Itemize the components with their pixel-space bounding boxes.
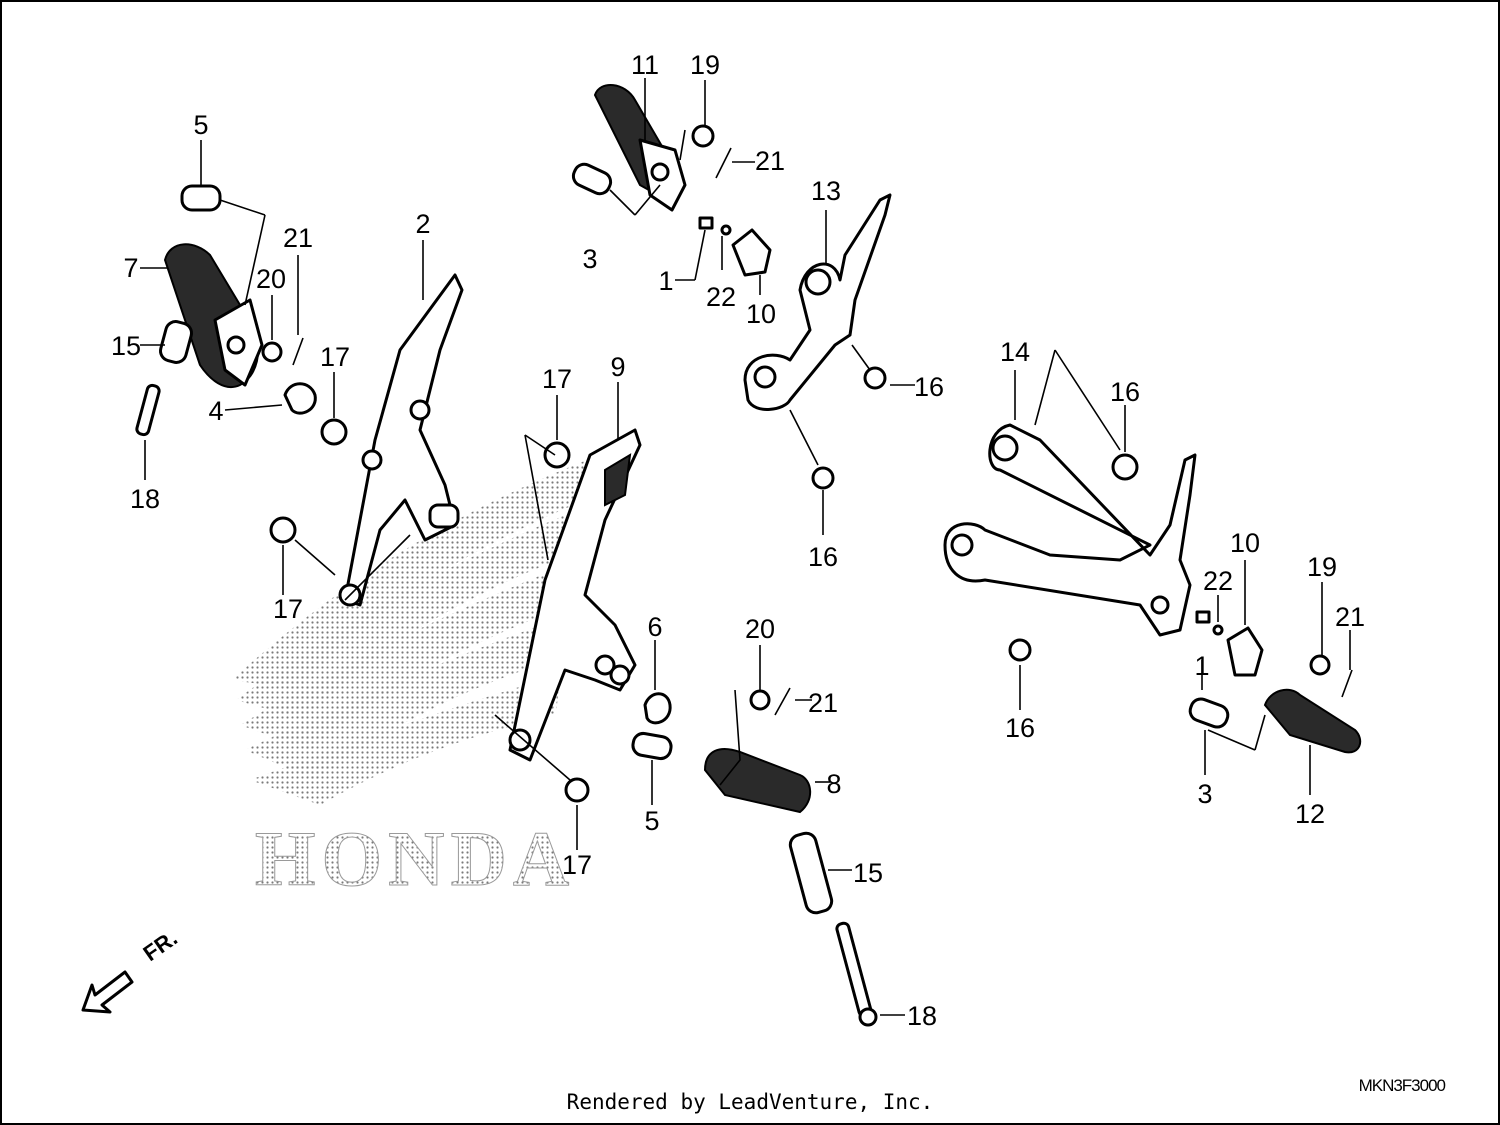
pin-3-right bbox=[1188, 697, 1230, 729]
callout-17: 17 bbox=[320, 342, 350, 372]
bracket-13 bbox=[743, 193, 892, 411]
bracket-14 bbox=[943, 423, 1197, 637]
left-front-footpeg-assembly bbox=[135, 140, 464, 607]
callout-5: 5 bbox=[644, 806, 659, 836]
bolt-17-upper bbox=[320, 418, 348, 446]
footpeg-8 bbox=[703, 748, 812, 814]
washer-20-right bbox=[749, 689, 771, 711]
callout-1: 1 bbox=[1194, 651, 1209, 681]
pin-5-left bbox=[180, 184, 222, 212]
spring-4 bbox=[283, 382, 317, 415]
ball-22-upper bbox=[720, 224, 732, 236]
bolt-17-c bbox=[543, 441, 571, 469]
spring-1-upper bbox=[698, 216, 714, 230]
callout-22: 22 bbox=[706, 282, 736, 312]
callout-9: 9 bbox=[610, 352, 625, 382]
callout-21: 21 bbox=[808, 688, 838, 718]
callout-6: 6 bbox=[647, 612, 662, 642]
callout-22: 22 bbox=[1203, 566, 1233, 596]
rear-footpeg-upper-assembly bbox=[571, 78, 772, 295]
right-front-footpeg-assembly bbox=[494, 382, 905, 1027]
callout-21: 21 bbox=[1335, 602, 1365, 632]
spring-6 bbox=[643, 692, 672, 725]
callout-14: 14 bbox=[1000, 337, 1030, 367]
washer-19-right bbox=[1309, 654, 1331, 676]
bolt-18-left bbox=[135, 383, 161, 437]
plate-10-right bbox=[1226, 626, 1264, 677]
callout-12: 12 bbox=[1295, 799, 1325, 829]
callout-13: 13 bbox=[811, 176, 841, 206]
callout-10: 10 bbox=[746, 299, 776, 329]
spacer-15-left bbox=[159, 320, 193, 364]
ball-22-right bbox=[1212, 624, 1224, 636]
callout-16: 16 bbox=[1110, 377, 1140, 407]
callout-21: 21 bbox=[755, 146, 785, 176]
front-direction-arrow: FR. bbox=[81, 925, 182, 1014]
bracket-9 bbox=[508, 428, 642, 762]
plate-10-upper bbox=[731, 228, 772, 277]
callout-16: 16 bbox=[914, 372, 944, 402]
callout-15: 15 bbox=[853, 858, 883, 888]
cotter-pin-21-right-rear bbox=[1341, 669, 1353, 698]
callout-20: 20 bbox=[745, 614, 775, 644]
cotter-pin-21-right bbox=[774, 687, 791, 716]
bolt-18-right bbox=[835, 921, 873, 1018]
washer-20-left bbox=[261, 341, 283, 363]
bolt-16-a bbox=[863, 366, 887, 390]
cotter-pin-21-upper bbox=[715, 147, 732, 179]
bolt-16-b bbox=[811, 466, 835, 490]
spring-1-right bbox=[1195, 610, 1211, 624]
bolt-17-lower bbox=[269, 516, 297, 544]
footpeg-12 bbox=[1263, 688, 1362, 754]
callout-17: 17 bbox=[562, 850, 592, 880]
callout-17: 17 bbox=[273, 594, 303, 624]
callout-numbers: 5 7 15 18 20 21 4 17 2 17 11 19 21 3 1 2… bbox=[111, 50, 1365, 1031]
callout-7: 7 bbox=[123, 253, 138, 283]
right-rear-footpeg-assembly bbox=[943, 349, 1362, 795]
bolt-17-d bbox=[564, 777, 590, 803]
bolt-16-d bbox=[1008, 638, 1032, 662]
callout-2: 2 bbox=[415, 209, 430, 239]
diagram-code: MKN3F3000 bbox=[1358, 1076, 1446, 1095]
callout-10: 10 bbox=[1230, 528, 1260, 558]
callout-19: 19 bbox=[1307, 552, 1337, 582]
callout-15: 15 bbox=[111, 331, 141, 361]
honda-wordmark-watermark: HONDA bbox=[255, 815, 575, 902]
bracket-9-window bbox=[604, 453, 632, 507]
cotter-pin-21-left bbox=[292, 337, 304, 366]
pin-3-upper bbox=[571, 162, 613, 196]
washer-19-upper bbox=[691, 124, 715, 148]
rear-bracket-13-assembly bbox=[743, 193, 915, 535]
callout-3: 3 bbox=[1197, 779, 1212, 809]
honda-wing-watermark bbox=[232, 455, 610, 805]
callout-18: 18 bbox=[907, 1001, 937, 1031]
bolt-16-c bbox=[1111, 453, 1139, 481]
callout-17: 17 bbox=[542, 364, 572, 394]
callout-8: 8 bbox=[826, 769, 841, 799]
pin-5-right bbox=[631, 731, 673, 761]
callout-3: 3 bbox=[582, 244, 597, 274]
footer-credit: Rendered by LeadVenture, Inc. bbox=[566, 1090, 934, 1114]
callout-16: 16 bbox=[808, 542, 838, 572]
callout-11: 11 bbox=[631, 50, 659, 80]
direction-label: FR. bbox=[139, 925, 182, 966]
spacer-15-right bbox=[788, 831, 834, 915]
callout-5: 5 bbox=[193, 110, 208, 140]
callout-19: 19 bbox=[690, 50, 720, 80]
callout-16: 16 bbox=[1005, 713, 1035, 743]
callout-20: 20 bbox=[256, 264, 286, 294]
arrow-icon bbox=[81, 970, 134, 1014]
callout-18: 18 bbox=[130, 484, 160, 514]
callout-21: 21 bbox=[283, 223, 313, 253]
callout-1: 1 bbox=[658, 266, 673, 296]
callout-4: 4 bbox=[208, 396, 223, 426]
